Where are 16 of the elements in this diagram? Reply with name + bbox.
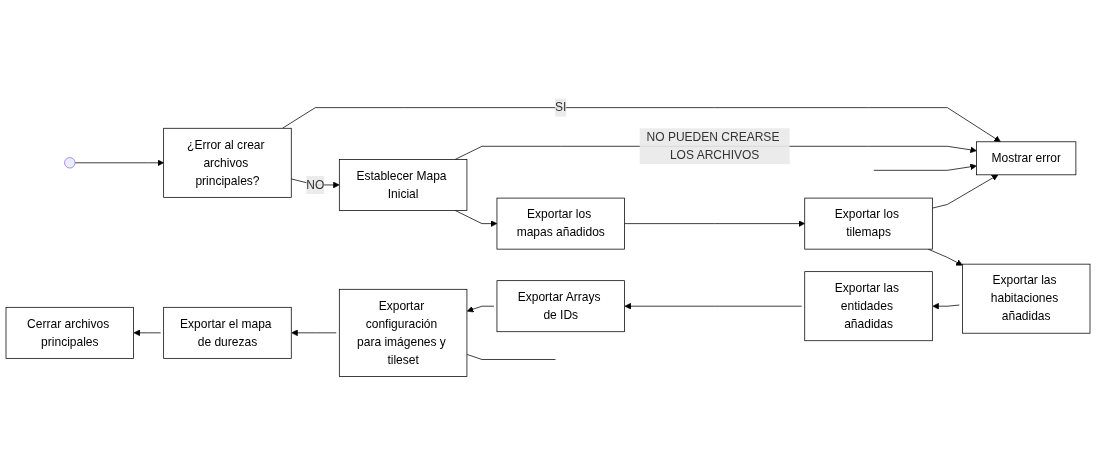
node-box: Mostrar error [976,141,1077,176]
node-box: Establecer Mapa Inicial [338,159,468,211]
node-box: Exportar el mapa de durezas [163,306,292,359]
node-box: Exportar los tilemaps [804,197,933,250]
node-box: Exportar los mapas añadidos [496,197,625,250]
node-box: Exportar configuración para imágenes y tileset [338,288,468,377]
node-box: Exportar Arrays de IDs [496,280,625,333]
node-box: Exportar las entidades añadidas [804,271,933,342]
node-box: Exportar las habitaciones añadidas [962,263,1091,334]
edge-label: NO [306,178,325,191]
edge-label: SI [555,100,567,114]
edge-label: NO PUEDEN CREARSE LOS ARCHIVOS [646,130,780,162]
node-circle [64,157,76,169]
node-box: ¿Error al crear archivos principales? [163,127,292,198]
connector [466,354,556,360]
node-box: Cerrar archivos principales [5,306,134,359]
